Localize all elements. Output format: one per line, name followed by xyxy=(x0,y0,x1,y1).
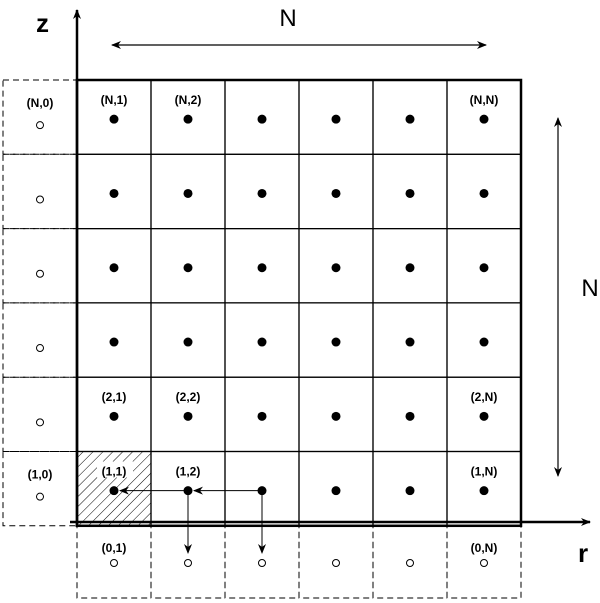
cell-center-dot xyxy=(479,114,489,124)
cell-center-dot xyxy=(405,188,415,198)
ghost-node xyxy=(36,418,44,427)
ghost-node xyxy=(36,344,44,353)
ghost-node xyxy=(36,195,44,204)
cell-label: (1,2) xyxy=(176,465,201,479)
cell-center-dot xyxy=(405,263,415,273)
cell-center-dot xyxy=(331,337,341,347)
cell-center-dot xyxy=(109,486,119,496)
cell-center-dot xyxy=(109,188,119,198)
cell-center-dot xyxy=(479,188,489,198)
cell-center-dot xyxy=(331,114,341,124)
ghost-cell-bottom xyxy=(446,525,522,599)
cell-centers xyxy=(109,114,489,496)
ghost-cell-left xyxy=(2,79,78,155)
cell-center-dot xyxy=(479,411,489,421)
ghost-node xyxy=(406,559,414,567)
cell-label: (1,1) xyxy=(102,465,127,479)
cell-center-dot xyxy=(257,263,267,273)
cell-center-dot xyxy=(183,263,193,273)
cell-center-dot xyxy=(109,411,119,421)
cell-center-dot xyxy=(331,263,341,273)
ghost-cell-bottom xyxy=(76,525,152,599)
ghost-node xyxy=(36,121,44,130)
ghost-cells-bottom xyxy=(76,525,522,599)
r-axis-label: r xyxy=(578,538,588,568)
cell-labels: (N,1) (N,2) (N,N) (2,1) (2,2) (2,N) (1,1) (1,2)… xyxy=(27,93,499,555)
ghost-label-bottom: (0,1) xyxy=(102,541,127,555)
ghost-node xyxy=(36,269,44,278)
ghost-label-bottom: (0,N) xyxy=(471,541,498,555)
cell-center-dot xyxy=(109,114,119,124)
cell-center-dot xyxy=(331,188,341,198)
ghost-node xyxy=(110,559,118,567)
cell-label: (N,1) xyxy=(101,93,128,107)
z-axis-label: z xyxy=(36,8,49,38)
ghost-node xyxy=(480,559,488,567)
ghost-cell-left xyxy=(2,228,78,304)
cell-label: (N,2) xyxy=(175,93,202,107)
cell-center-dot xyxy=(405,114,415,124)
cell-center-dot xyxy=(331,486,341,496)
ghost-cell-left xyxy=(2,153,78,230)
ghost-cell-left xyxy=(2,302,78,378)
ghost-cell-bottom xyxy=(298,525,374,599)
cell-center-dot xyxy=(405,411,415,421)
ghost-node xyxy=(184,559,192,567)
right-dimension-label: N xyxy=(581,275,598,302)
cell-center-dot xyxy=(479,337,489,347)
cell-center-dot xyxy=(257,188,267,198)
cell-label: (2,2) xyxy=(176,390,201,404)
ghost-cell-left xyxy=(2,376,78,453)
cell-center-dot xyxy=(109,263,119,273)
cell-center-dot xyxy=(479,263,489,273)
cell-center-dot xyxy=(183,188,193,198)
ghost-cell-left xyxy=(2,451,78,527)
cell-center-dot xyxy=(405,486,415,496)
ghost-label-left: (1,0) xyxy=(28,468,53,482)
cell-center-dot xyxy=(257,114,267,124)
ghost-cell-bottom xyxy=(150,525,226,599)
cell-center-dot xyxy=(331,411,341,421)
ghost-cell-bottom xyxy=(224,525,300,599)
ghost-cell-bottom xyxy=(372,525,448,599)
cell-label: (2,1) xyxy=(102,390,127,404)
cell-center-dot xyxy=(183,114,193,124)
hatched-label-bg xyxy=(97,461,133,478)
cell-center-dot xyxy=(183,337,193,347)
cell-center-dot xyxy=(257,411,267,421)
main-grid xyxy=(76,79,522,527)
cell-center-dot xyxy=(479,486,489,496)
cell-center-dot xyxy=(109,337,119,347)
cell-label: (1,N) xyxy=(471,465,498,479)
ghost-node xyxy=(258,559,266,567)
ghost-label-left: (N,0) xyxy=(27,96,54,110)
cell-center-dot xyxy=(405,337,415,347)
top-dimension-label: N xyxy=(279,5,296,32)
cell-label: (N,N) xyxy=(470,93,499,107)
cell-center-dot xyxy=(183,411,193,421)
ghost-node xyxy=(36,492,44,501)
ghost-cells-left xyxy=(2,79,78,527)
cell-label: (2,N) xyxy=(471,390,498,404)
ghost-node xyxy=(332,559,340,567)
cell-center-dot xyxy=(257,337,267,347)
